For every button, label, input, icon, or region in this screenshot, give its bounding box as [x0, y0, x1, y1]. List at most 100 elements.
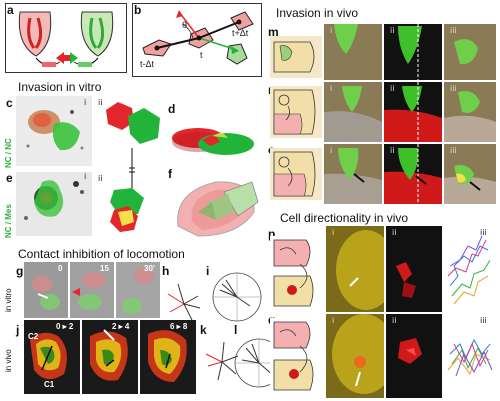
side-label-c: NC / NC	[4, 138, 13, 168]
sub-q-i: i	[332, 316, 335, 325]
panel-k-vectors	[205, 341, 239, 381]
panel-j-1-image	[30, 332, 67, 380]
side-label-c-text: NC / NC	[4, 138, 13, 168]
panel-f	[168, 172, 264, 244]
sub-o-ii: ii	[390, 146, 395, 155]
panel-label-j: j	[16, 323, 20, 337]
heading-contact-inhibition: Contact inhibition of locomotion	[18, 247, 185, 261]
label-t-plus: t+Δt	[232, 28, 249, 38]
label-theta: θ	[182, 20, 188, 30]
label-t: t	[200, 50, 203, 60]
sub-label-c-i: i	[84, 98, 87, 107]
panel-g-2	[70, 262, 114, 318]
panel-m-i-img	[324, 24, 382, 80]
panel-p-ii	[386, 226, 442, 312]
panel-p-iii	[444, 226, 496, 312]
panel-n-iii	[444, 82, 496, 142]
panel-q-schematic	[270, 318, 324, 394]
sub-n-iii: iii	[450, 84, 457, 93]
panel-label-f: f	[168, 167, 172, 181]
panel-g-1-image	[32, 276, 60, 310]
panel-m-schematic	[270, 36, 322, 78]
panel-label-k: k	[200, 323, 207, 337]
panel-o-schematic-img	[273, 151, 316, 197]
cell-label-c1: C1	[44, 380, 55, 389]
panel-f-diagram	[177, 181, 259, 237]
panel-g-3	[116, 262, 160, 318]
panel-label-c: c	[6, 96, 13, 110]
panel-label-h: h	[162, 264, 170, 278]
side-label-in-vivo-text: in vivo	[4, 349, 13, 372]
time-j-2: 2 ▸ 4	[112, 322, 130, 331]
panel-e-i	[16, 172, 92, 236]
sub-o-iii: iii	[450, 146, 457, 155]
panel-j-3-image	[148, 330, 187, 382]
panel-b-diagram	[142, 10, 254, 65]
panel-a-diagram	[18, 11, 114, 67]
panel-p-iii-img	[447, 235, 491, 305]
panel-label-e: e	[6, 171, 13, 185]
panel-q-ii-img	[398, 338, 422, 364]
panel-o-ii	[384, 144, 442, 204]
panel-p-ii-img	[396, 262, 416, 298]
panel-n-schematic	[270, 86, 322, 138]
panel-a	[5, 3, 127, 73]
panel-n-i-img	[324, 82, 382, 142]
panel-q-ii	[386, 314, 442, 398]
panel-c-ii	[104, 98, 164, 150]
panel-m-ii-img	[398, 24, 422, 80]
side-label-in-vitro: in vitro	[4, 288, 13, 312]
panel-q-schematic-img	[273, 321, 314, 391]
sub-p-iii: iii	[480, 228, 487, 237]
panel-m-iii	[444, 24, 496, 80]
time-g-15: 15	[100, 264, 109, 273]
panel-label-g: g	[16, 264, 24, 278]
cell-label-c2: C2	[28, 332, 39, 341]
panel-g-3-image	[122, 268, 154, 314]
panel-m-i	[324, 24, 382, 80]
sub-m-i: i	[330, 26, 333, 35]
panel-c-i	[16, 96, 92, 166]
panel-label-l: l	[234, 323, 238, 337]
panel-o-ii-img	[384, 144, 442, 204]
panel-o-i	[324, 144, 382, 204]
panel-b	[132, 3, 262, 77]
panel-d-diagram	[172, 128, 254, 155]
panel-p-i	[326, 226, 384, 312]
sub-p-ii: ii	[392, 228, 397, 237]
panel-i-polar	[212, 272, 262, 322]
heading-invasion-in-vitro: Invasion in vitro	[18, 80, 102, 94]
panel-q-iii	[444, 314, 496, 398]
sub-n-ii: ii	[390, 84, 395, 93]
panel-label-a: a	[7, 3, 14, 17]
panel-o-i-img	[324, 144, 382, 204]
panel-g-1	[24, 262, 68, 318]
panel-o-schematic	[270, 148, 322, 200]
panel-o-iii	[444, 144, 496, 204]
sub-m-iii: iii	[450, 26, 457, 35]
sub-label-e-i: i	[84, 172, 87, 181]
sub-p-i: i	[332, 228, 335, 237]
side-label-in-vitro-text: in vitro	[4, 288, 13, 312]
panel-q-i	[326, 314, 384, 398]
time-j-1: 0 ▸ 2	[56, 322, 74, 331]
side-label-e-text: NC / Mes	[4, 204, 13, 238]
sub-q-ii: ii	[392, 316, 397, 325]
time-g-30: 30'	[144, 264, 155, 273]
panel-q-iii-img	[447, 338, 493, 377]
panel-j-3	[140, 320, 196, 394]
heading-cell-directionality: Cell directionality in vivo	[280, 211, 409, 225]
heading-invasion-in-vivo: Invasion in vivo	[276, 6, 359, 20]
sub-m-ii: ii	[390, 26, 395, 35]
side-label-e: NC / Mes	[4, 204, 13, 238]
panel-h-vectors	[167, 283, 201, 321]
sub-n-i: i	[330, 84, 333, 93]
label-t-minus: t-Δt	[140, 59, 155, 69]
sub-o-i: i	[330, 146, 333, 155]
panel-o-iii-img	[444, 144, 496, 204]
panel-j-2-image	[90, 329, 128, 381]
panel-g-2-image	[72, 272, 106, 310]
sub-label-e-ii: ii	[98, 174, 103, 183]
time-j-3: 6 ▸ 8	[170, 322, 188, 331]
panel-label-d: d	[168, 102, 176, 116]
